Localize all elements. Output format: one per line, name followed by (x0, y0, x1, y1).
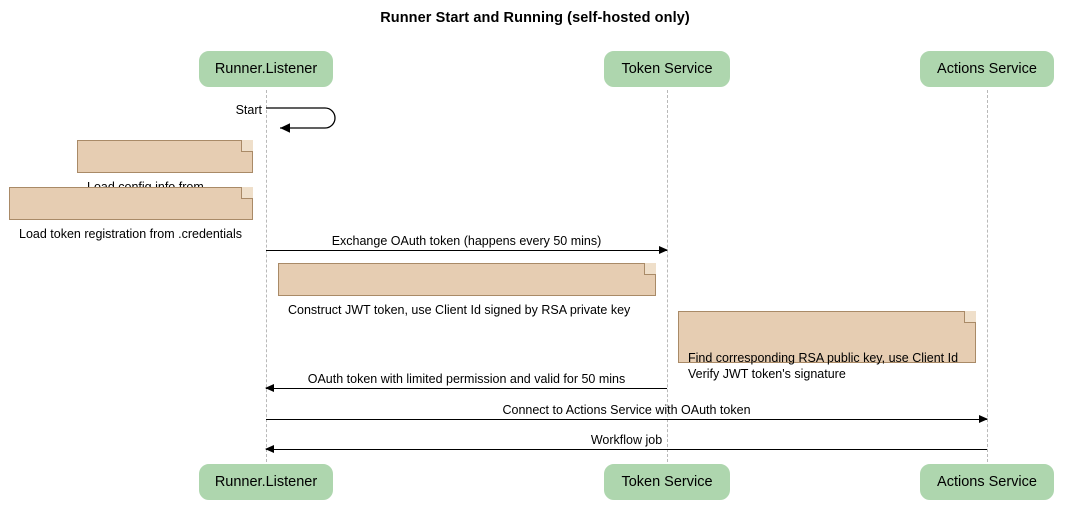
participant-label: Actions Service (937, 474, 1037, 490)
participant-token-service-bottom[interactable]: Token Service (604, 464, 730, 500)
note-fold-corner-icon (644, 263, 656, 275)
note-text: Construct JWT token, use Client Id signe… (288, 303, 631, 317)
participant-label: Token Service (621, 61, 713, 77)
lifeline-token-service (667, 90, 668, 462)
participant-token-service-top[interactable]: Token Service (604, 51, 730, 87)
note-text: Load token registration from .credential… (19, 227, 243, 241)
note-verify-jwt: Find corresponding RSA public key, use C… (678, 311, 976, 381)
note-fold-corner-icon (964, 311, 976, 323)
note-fold-corner-icon (241, 140, 253, 152)
message-label-connect-actions-service: Connect to Actions Service with OAuth to… (502, 403, 751, 417)
participant-label: Token Service (621, 474, 713, 490)
note-load-token-registration: Load token registration from .credential… (9, 187, 253, 241)
participant-label: Runner.Listener (214, 474, 318, 490)
participant-runner-listener-top[interactable]: Runner.Listener (199, 51, 333, 87)
message-connect-actions-service[interactable] (266, 414, 988, 423)
arrowhead-right-icon (659, 245, 668, 254)
lifeline-runner-listener (266, 90, 267, 462)
message-label-start: Start (235, 103, 262, 117)
message-label-oauth-token-reply: OAuth token with limited permission and … (307, 372, 626, 386)
participant-label: Runner.Listener (214, 61, 318, 77)
self-message-start[interactable] (264, 104, 340, 134)
note-construct-jwt: Construct JWT token, use Client Id signe… (278, 263, 656, 317)
arrowhead-right-icon (979, 414, 988, 423)
lifeline-actions-service (987, 90, 988, 462)
participant-runner-listener-bottom[interactable]: Runner.Listener (199, 464, 333, 500)
message-label-workflow-job: Workflow job (590, 433, 663, 447)
diagram-title: Runner Start and Running (self-hosted on… (380, 10, 690, 26)
arrowhead-left-icon (265, 383, 274, 392)
note-text: Find corresponding RSA public key, use C… (688, 351, 959, 381)
note-load-config: Load config info from .runner (77, 140, 253, 210)
message-label-exchange-oauth-token: Exchange OAuth token (happens every 50 m… (331, 234, 602, 248)
message-exchange-oauth-token[interactable] (266, 245, 668, 254)
note-fold-corner-icon (241, 187, 253, 199)
participant-actions-service-top[interactable]: Actions Service (920, 51, 1054, 87)
message-oauth-token-reply[interactable] (265, 383, 667, 392)
arrowhead-left-icon (265, 444, 274, 453)
message-workflow-job[interactable] (265, 444, 987, 453)
participant-label: Actions Service (937, 61, 1037, 77)
participant-actions-service-bottom[interactable]: Actions Service (920, 464, 1054, 500)
